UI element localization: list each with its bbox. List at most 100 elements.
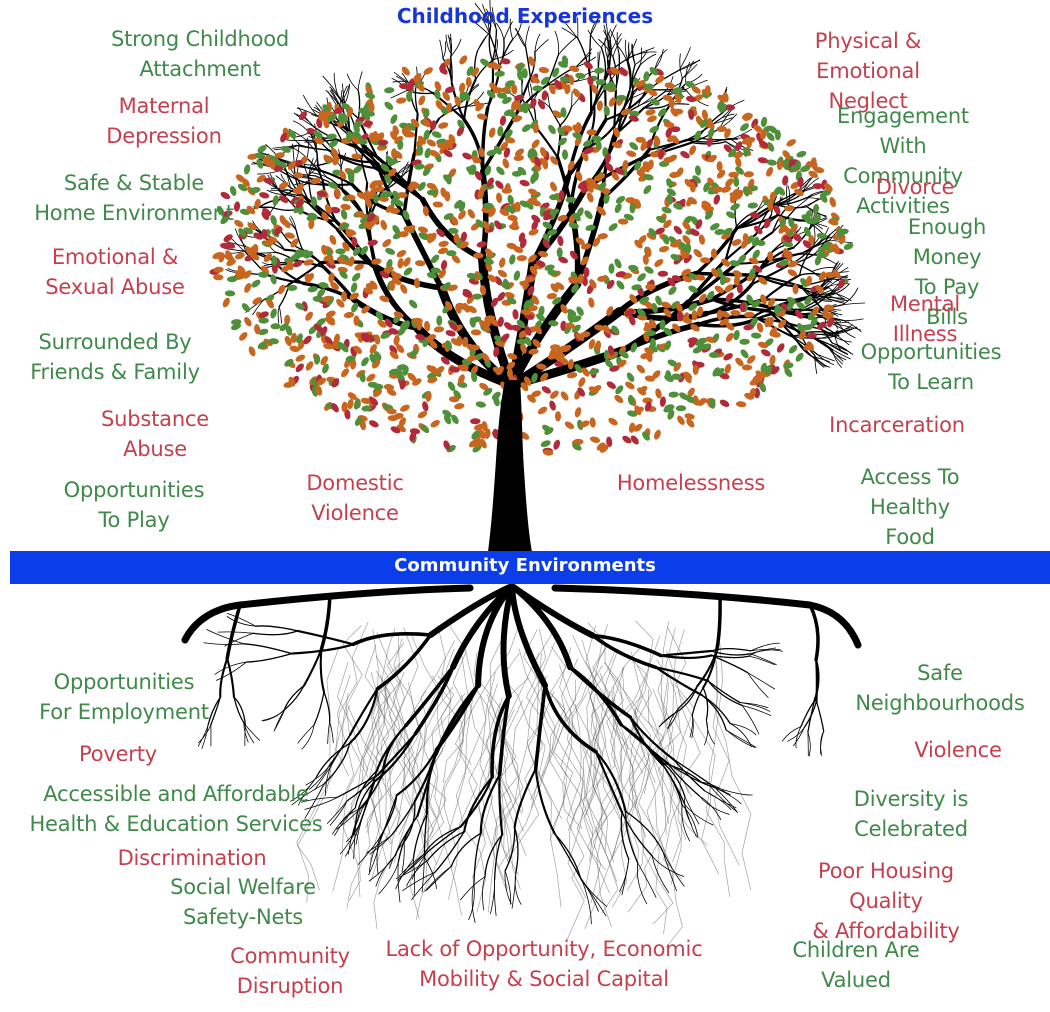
branch — [810, 355, 826, 367]
leaf — [531, 295, 540, 305]
leaf — [766, 159, 777, 166]
leaf — [591, 135, 602, 142]
leaf — [408, 183, 419, 190]
label-access-healthy-food: Access To Healthy Food — [860, 465, 960, 549]
leaf — [434, 89, 441, 100]
leaf — [667, 277, 676, 287]
leaf — [354, 263, 365, 271]
root — [696, 648, 718, 688]
root — [290, 643, 355, 655]
branch — [392, 80, 410, 84]
leaf — [393, 335, 400, 346]
root — [815, 700, 825, 732]
leaf — [390, 426, 401, 434]
root — [351, 632, 433, 647]
leaf — [379, 295, 390, 303]
root — [352, 807, 364, 834]
fine-root — [590, 682, 628, 908]
leaf — [402, 365, 409, 376]
leaf — [606, 306, 614, 316]
leaf — [322, 363, 329, 374]
branch — [835, 293, 852, 302]
leaf — [372, 193, 379, 204]
leaf — [740, 123, 749, 132]
leaf — [664, 82, 675, 89]
leaf — [725, 178, 734, 187]
branch — [439, 39, 444, 59]
leaf — [304, 273, 311, 284]
root — [274, 709, 286, 731]
leaf — [456, 126, 465, 137]
leaf — [494, 70, 505, 77]
branch — [590, 16, 600, 36]
root — [473, 832, 482, 884]
leaf — [639, 296, 650, 304]
root — [534, 767, 556, 835]
branch — [509, 18, 514, 40]
leaf — [550, 181, 557, 192]
leaf — [767, 316, 774, 327]
root — [319, 593, 332, 652]
leaf — [286, 284, 298, 291]
root — [233, 696, 246, 726]
leaf — [766, 132, 775, 141]
branch — [835, 283, 850, 294]
leaf — [359, 372, 366, 383]
leaf — [723, 227, 733, 235]
leaf — [564, 83, 571, 95]
branch — [295, 229, 304, 251]
leaf — [340, 343, 349, 353]
leaf — [543, 213, 553, 221]
leaf — [549, 348, 556, 359]
leaf — [764, 365, 773, 376]
leaf — [479, 382, 489, 391]
branch — [296, 107, 318, 117]
leaf — [347, 398, 354, 410]
leaf — [567, 74, 575, 86]
leaf — [470, 329, 482, 336]
leaf — [328, 272, 335, 283]
root — [813, 658, 820, 702]
leaf — [527, 286, 535, 296]
leaf — [577, 273, 584, 285]
root — [402, 871, 436, 891]
leaf — [682, 317, 693, 324]
leaf — [239, 332, 248, 341]
branch — [503, 21, 513, 41]
branch — [686, 261, 739, 304]
root — [706, 719, 715, 745]
leaf — [442, 91, 450, 101]
branch — [678, 59, 701, 71]
root — [698, 795, 730, 815]
leaf — [694, 130, 702, 141]
branch — [755, 211, 768, 236]
leaf — [254, 324, 261, 335]
branch — [400, 162, 412, 179]
root — [591, 633, 658, 670]
leaf — [562, 125, 573, 132]
leaf — [473, 252, 484, 259]
leaf — [447, 381, 456, 391]
root — [336, 807, 361, 830]
root — [206, 629, 245, 645]
leaf — [592, 237, 601, 247]
leaf — [426, 189, 438, 196]
branch — [829, 224, 844, 241]
leaf — [466, 66, 474, 76]
leaf — [689, 229, 700, 236]
root — [399, 853, 425, 877]
branch — [341, 84, 350, 103]
leaf — [558, 190, 565, 201]
leaf — [735, 157, 742, 168]
branch — [289, 217, 297, 231]
leaf — [316, 190, 327, 197]
leaf — [608, 263, 615, 274]
leaf — [805, 218, 817, 225]
leaf — [417, 181, 426, 191]
root — [793, 727, 805, 747]
leaf — [341, 401, 348, 412]
leaf — [442, 409, 452, 418]
leaf — [459, 241, 469, 249]
leaf — [284, 358, 294, 367]
leaf — [482, 202, 494, 209]
